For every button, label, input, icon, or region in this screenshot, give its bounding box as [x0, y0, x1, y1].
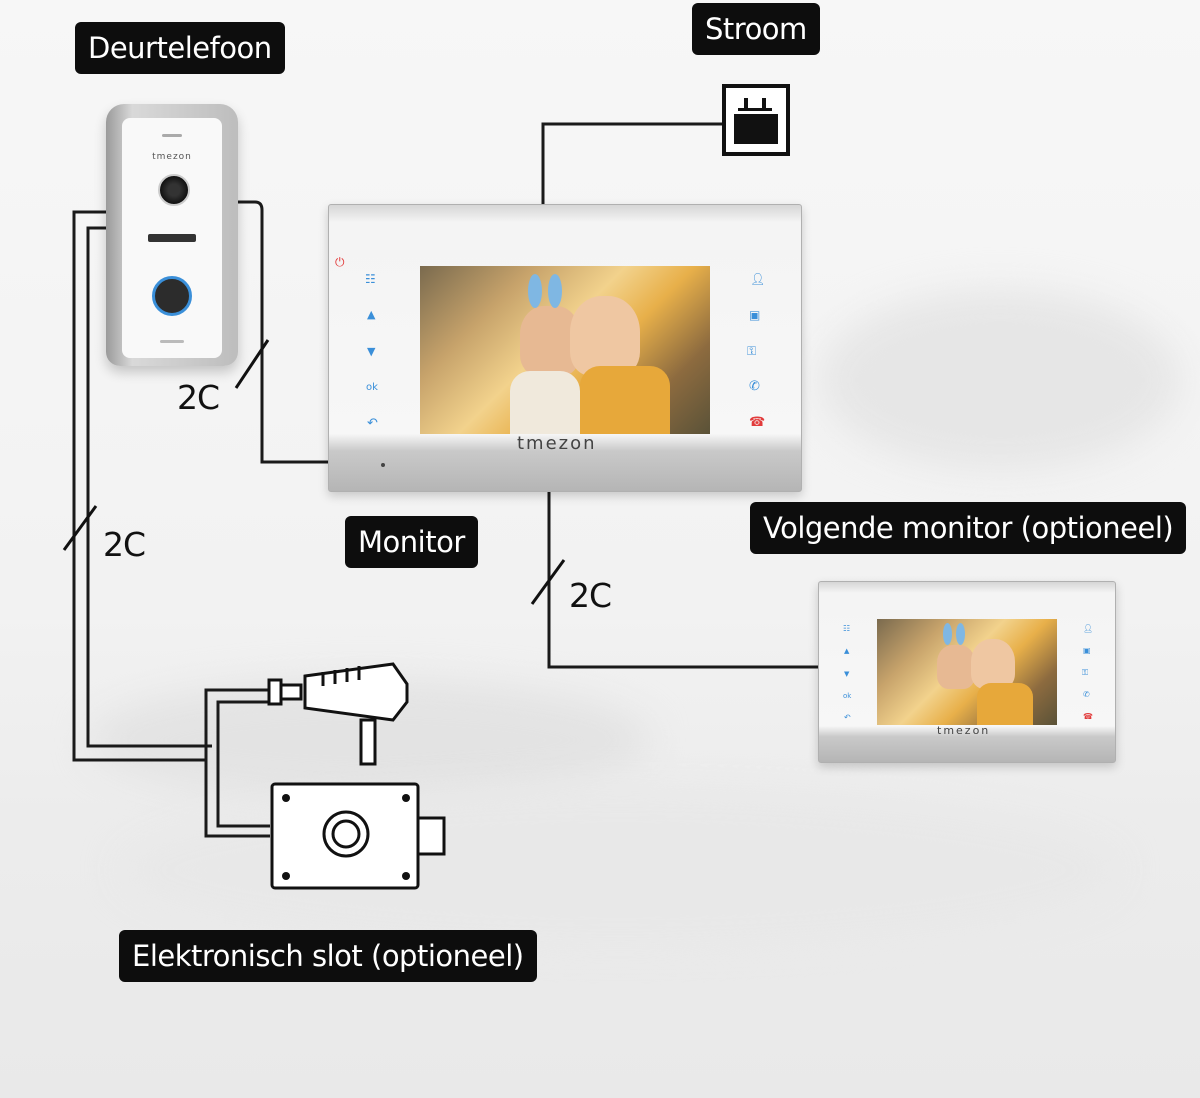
- arrow-up-icon[interactable]: ▲: [367, 308, 376, 321]
- background-sofa-shape: [820, 290, 1180, 470]
- wire-label-doorbell-monitor: 2C: [177, 378, 220, 417]
- back-arrow-icon[interactable]: ↶: [844, 713, 851, 722]
- label-stroom: Stroom: [692, 3, 820, 55]
- user-icon[interactable]: 👤︎: [1083, 624, 1094, 633]
- camera-lens-icon: [158, 174, 190, 206]
- power-adapter-icon: [267, 662, 409, 766]
- ok-button[interactable]: ok: [843, 692, 852, 700]
- wire-monitor-monitor: [547, 488, 818, 669]
- arrow-down-icon[interactable]: ▼: [844, 670, 850, 678]
- doorbell-face: tmezon: [122, 118, 222, 358]
- label-monitor: Monitor: [345, 516, 478, 568]
- wire-doorbell-monitor: [236, 200, 330, 464]
- second-monitor-brand: tmezon: [937, 724, 991, 737]
- wire-adapter-lock-inner: [216, 700, 270, 828]
- wire-power-monitor: [541, 122, 730, 205]
- doorbell-unit: tmezon: [106, 104, 238, 366]
- label-deurtelefoon: Deurtelefoon: [75, 22, 285, 74]
- main-monitor-brand: tmezon: [517, 433, 597, 454]
- user-icon[interactable]: 👤︎: [750, 272, 766, 286]
- wire-label-doorbell-lock: 2C: [103, 525, 146, 564]
- label-elektronisch-slot: Elektronisch slot (optioneel): [119, 930, 537, 982]
- wire-slash-3: [530, 559, 566, 605]
- electronic-lock-icon: [270, 782, 446, 890]
- label-volgende-monitor: Volgende monitor (optioneel): [750, 502, 1187, 554]
- camera-icon[interactable]: ▣: [1083, 646, 1091, 655]
- wire-label-monitor-monitor: 2C: [569, 576, 612, 615]
- wire-slash-2: [62, 505, 98, 551]
- wire-adapter-lock-outer: [204, 688, 270, 760]
- wire-doorbell-lock-outer: [72, 210, 270, 838]
- power-icon[interactable]: ⏻: [335, 255, 345, 269]
- key-icon[interactable]: ⚿: [747, 344, 757, 358]
- ok-button[interactable]: ok: [366, 382, 378, 393]
- grid-menu-icon[interactable]: ☷: [843, 624, 851, 633]
- phone-answer-icon[interactable]: ✆: [1083, 690, 1090, 699]
- phone-hangup-icon[interactable]: ☎: [1083, 712, 1093, 721]
- arrow-up-icon[interactable]: ▲: [844, 647, 850, 655]
- key-icon[interactable]: ⚿: [1082, 668, 1089, 677]
- second-monitor-screen: [877, 619, 1057, 725]
- back-arrow-icon[interactable]: ↶: [367, 416, 378, 431]
- main-monitor-screen: [420, 266, 710, 434]
- main-monitor: ⏻ ☷ ▲ ▼ ok ↶ 👤︎ ▣ ⚿ ✆ ☎ tmezon: [328, 204, 802, 492]
- phone-answer-icon[interactable]: ✆: [749, 379, 760, 394]
- wire-slash-1: [234, 339, 270, 389]
- doorbell-brand: tmezon: [152, 152, 192, 162]
- doorbell-button-icon: [152, 276, 192, 316]
- power-outlet-icon: [722, 84, 790, 156]
- grid-menu-icon[interactable]: ☷: [365, 272, 376, 286]
- phone-hangup-icon[interactable]: ☎: [749, 415, 766, 430]
- camera-icon[interactable]: ▣: [749, 308, 761, 322]
- wire-doorbell-lock-inner: [86, 226, 212, 748]
- second-monitor: ☷ ▲ ▼ ok ↶ 👤︎ ▣ ⚿ ✆ ☎ tmezon: [818, 581, 1116, 763]
- arrow-down-icon[interactable]: ▼: [367, 345, 376, 358]
